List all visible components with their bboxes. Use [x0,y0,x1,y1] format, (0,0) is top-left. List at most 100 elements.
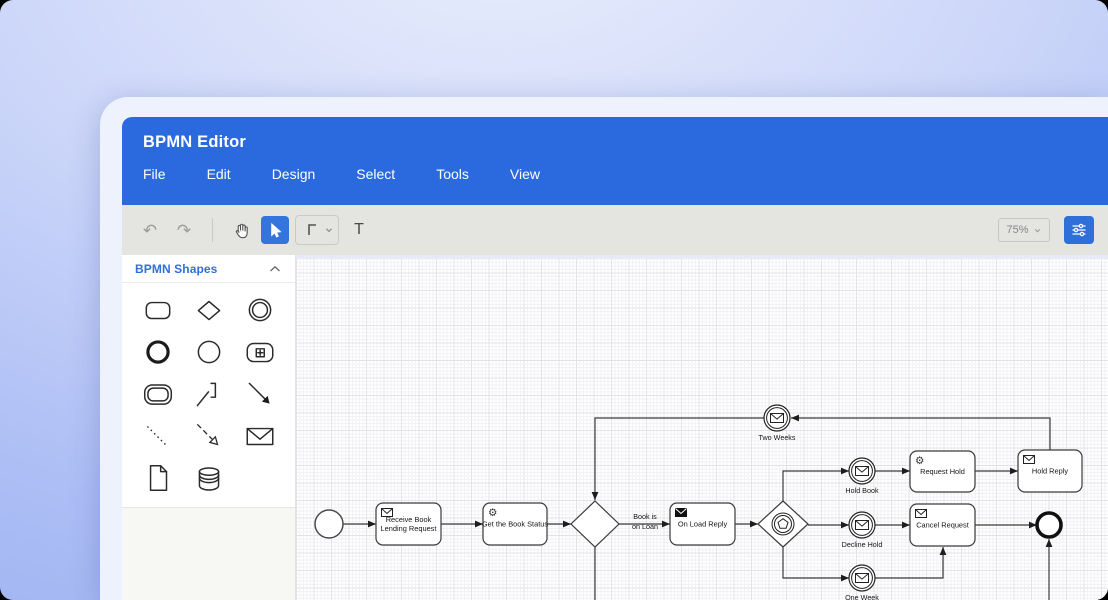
sequence-flow[interactable] [591,417,764,500]
sequence-flow[interactable] [782,547,849,582]
sequence-flow[interactable] [875,521,910,529]
shapes-panel: BPMN Shapes [122,255,296,600]
shapes-panel-footer [122,507,295,600]
shape-gateway[interactable] [183,293,234,327]
task-icon [145,301,170,320]
svg-text:Decline Hold: Decline Hold [842,540,883,549]
bpmn-node-end[interactable] [1035,511,1063,539]
service-gear-icon: ⚙ [915,455,924,467]
bpmn-node-evHold[interactable]: Hold Book [845,457,879,495]
shape-subprocess[interactable] [234,335,285,369]
title-bar: BPMN Editor File Edit Design Select Tools Vie… [122,117,1108,205]
text-tool-button[interactable]: T [345,216,373,244]
gateway-icon [197,300,220,321]
menu-item-design[interactable]: Design [271,166,316,182]
shape-association-dotted[interactable] [132,419,183,453]
sequence-flow[interactable] [547,520,571,528]
bpmn-node-evDecline[interactable]: Decline Hold [842,511,883,549]
bpmn-node-evTwo[interactable]: Two Weeks [758,404,796,442]
end-event-icon [145,340,170,364]
sequence-flow[interactable] [875,467,910,475]
sequence-flow[interactable] [782,467,849,501]
shape-sequence-flow-arrow[interactable] [234,377,285,411]
menu-item-select[interactable]: Select [356,166,396,182]
menu-item-file[interactable]: File [143,166,166,182]
zoom-select[interactable]: 75% [998,218,1050,242]
shape-elbow-connector[interactable] [183,377,234,411]
undo-button[interactable]: ↶ [136,216,164,244]
sliders-icon [1072,223,1086,237]
zoom-value: 75% [1006,224,1029,236]
shape-data-store[interactable] [183,461,234,495]
sequence-flow[interactable] [1045,539,1053,600]
shape-grid [122,283,295,507]
sequence-flow[interactable] [975,521,1037,529]
bpmn-node-t2[interactable]: ⚙Get the Book Status [482,502,548,546]
message-icon [855,466,869,476]
window-title: BPMN Editor [143,133,247,151]
bpmn-node-gw2[interactable] [757,500,809,548]
app-window: BPMN Editor File Edit Design Select Tools Vie… [122,117,1108,600]
text-tool-icon: T [354,221,364,238]
svg-text:Two Weeks: Two Weeks [758,433,795,442]
chevron-down-icon [326,228,332,233]
sequence-flow[interactable] [441,520,483,528]
hand-tool-button[interactable] [227,216,255,244]
message-icon [381,508,393,517]
settings-button[interactable] [1064,216,1094,244]
elbow-connector-icon [196,382,216,407]
message-filled-icon [675,508,687,517]
sequence-flow[interactable] [808,521,849,529]
bpmn-node-t6[interactable]: Cancel Request [909,503,976,547]
canvas-top-strip [296,255,1108,259]
collapse-chevron-icon[interactable] [268,264,282,274]
svg-text:On Load Reply: On Load Reply [678,520,728,529]
data-store-icon [198,467,219,491]
sequence-flow[interactable] [735,520,758,528]
shapes-panel-title: BPMN Shapes [135,261,218,276]
message-flow-dashed-icon [196,423,218,446]
svg-text:Request Hold: Request Hold [920,467,965,476]
shape-intermediate-event[interactable] [234,293,285,327]
svg-text:Hold Reply: Hold Reply [1032,467,1068,476]
shape-transaction[interactable] [132,377,183,411]
bpmn-node-t5[interactable]: Hold Reply [1017,449,1083,493]
bpmn-node-t3[interactable]: On Load Reply [669,502,736,546]
menu-bar: File Edit Design Select Tools View [122,152,1108,182]
shape-end-event[interactable] [132,335,183,369]
shape-message-envelope[interactable] [234,419,285,453]
connector-tool-button[interactable] [295,215,339,245]
shape-task[interactable] [132,293,183,327]
undo-icon: ↶ [142,220,158,240]
shape-start-event[interactable] [183,335,234,369]
pointer-tool-icon [271,223,282,238]
shape-message-flow-dashed[interactable] [183,419,234,453]
bpmn-node-start[interactable] [314,509,344,539]
bpmn-node-gw1[interactable] [570,500,620,548]
shape-data-object[interactable] [132,461,183,495]
transaction-icon [143,384,172,405]
toolbar: ↶ ↷ T [122,205,1108,255]
sequence-flow[interactable] [343,520,376,528]
sequence-flow[interactable] [791,414,1051,450]
chevron-down-icon [1034,228,1040,233]
sequence-flow[interactable] [975,467,1018,475]
connector-tool-icon [308,224,316,235]
bpmn-node-evWeek[interactable]: One Week [845,564,879,600]
redo-button[interactable]: ↷ [170,216,198,244]
sequence-flow[interactable] [875,547,947,579]
association-dotted-icon [146,425,168,448]
bpmn-node-t4[interactable]: ⚙Request Hold [909,450,976,493]
menu-item-edit[interactable]: Edit [206,166,231,182]
menu-item-tools[interactable]: Tools [436,166,469,182]
subprocess-icon [246,342,273,363]
svg-text:One Week: One Week [845,593,879,600]
menu-item-view[interactable]: View [509,166,540,182]
message-icon [770,413,784,423]
pointer-tool-button[interactable] [261,216,289,244]
